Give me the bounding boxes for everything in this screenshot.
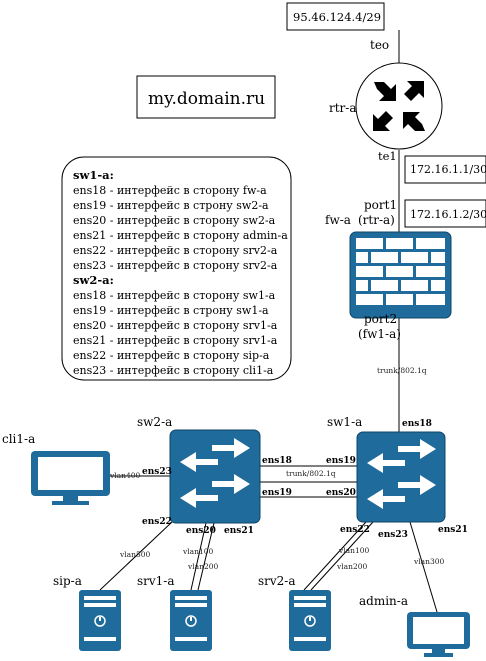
server-tower-icon <box>289 590 331 651</box>
router-name: rtr-a <box>329 101 357 115</box>
sw1-vlan300: vlan300 <box>413 557 444 566</box>
sip-name: sip-a <box>53 574 82 588</box>
router[interactable] <box>355 62 443 150</box>
switch-arrows-icon <box>367 439 436 509</box>
router-icon <box>373 81 425 131</box>
sw1-name: sw1-a <box>327 415 362 429</box>
router-ip-text: 172.16.1.1/30 <box>410 163 486 176</box>
notes-sw1-title: sw1-a: <box>73 168 114 182</box>
sw1-admin-link <box>409 521 438 613</box>
sw2-ens21: ens21 <box>224 526 254 536</box>
teo-label: teo <box>370 38 389 52</box>
srv2-host[interactable] <box>289 590 331 651</box>
cli1-name: cli1-a <box>2 432 35 446</box>
sip-host[interactable] <box>79 590 121 651</box>
domain-box: my.domain.ru <box>136 75 276 119</box>
notes-sw2-line: ens22 - интерфейс в сторону sip-a <box>73 349 270 362</box>
notes-sw2-line: ens20 - интерфейс в сторону srv1-a <box>73 319 278 332</box>
notes-sw1-line: ens21 - интерфейс в сторону admin-a <box>73 229 288 242</box>
firewall-name: fw-a <box>325 213 351 227</box>
notes-box: sw1-a: ens18 - интерфейс в сторону fw-a … <box>61 156 292 381</box>
fw-port1-sub: (rtr-a) <box>358 213 395 227</box>
admin-name: admin-a <box>359 594 408 608</box>
firewall-ip-box: 172.16.1.2/30 <box>404 199 486 228</box>
fw-port1-label: port1 <box>364 198 397 212</box>
sw1-ens21: ens21 <box>438 525 468 535</box>
sw1-ens18: ens18 <box>402 419 432 429</box>
sw2-srv1-link-a <box>190 522 207 591</box>
sw1-ens22: ens22 <box>340 525 370 535</box>
fw-trunk-label: trunk/802.1q <box>377 366 427 375</box>
sw1-ens19: ens19 <box>326 456 356 466</box>
server-tower-icon <box>170 590 212 651</box>
sw1-vlan200: vlan200 <box>336 562 367 571</box>
monitor-icon <box>31 451 110 505</box>
sw2-ens18: ens18 <box>262 456 292 466</box>
notes-sw2-line: ens23 - интерфейс в сторону cli1-a <box>73 364 274 377</box>
srv1-host[interactable] <box>170 590 212 651</box>
sw1-ens23: ens23 <box>378 530 408 540</box>
notes-sw2-line: ens19 - интерфейс в строну sw1-a <box>73 304 269 317</box>
sw1-vlan100: vlan100 <box>338 546 369 555</box>
sw2-ens23: ens23 <box>142 467 172 477</box>
router-ip-box: 172.16.1.1/30 <box>404 155 486 184</box>
sw-trunk-label: trunk/802.1q <box>286 469 336 478</box>
sw2-vlan100: vlan100 <box>182 547 213 556</box>
notes-sw1-line: ens18 - интерфейс в сторону fw-a <box>73 184 267 197</box>
sw1-switch[interactable] <box>356 431 446 523</box>
admin-host[interactable] <box>407 612 470 657</box>
sw1-ens20: ens20 <box>326 488 356 498</box>
sw1-srv2-link-a <box>303 521 367 591</box>
firewall[interactable] <box>349 231 452 319</box>
sw2-vlan400: vlan400 <box>109 471 140 480</box>
server-tower-icon <box>79 590 121 651</box>
te1-label: te1 <box>378 149 397 163</box>
sw2-srv1-link-b <box>197 522 215 591</box>
notes-sw1-line: ens20 - интерфейс в сторону sw2-a <box>73 214 276 227</box>
links <box>99 30 438 613</box>
sw2-ens20: ens20 <box>186 526 216 536</box>
sw2-ens22: ens22 <box>142 517 172 527</box>
monitor-icon <box>407 612 470 657</box>
firewall-brick-icon <box>356 238 445 305</box>
srv1-name: srv1-a <box>137 574 175 588</box>
notes-sw1-line: ens23 - интерфейс в сторону srv2-a <box>73 259 278 272</box>
switch-arrows-icon <box>180 438 250 508</box>
notes-sw1-line: ens19 - интерфейс в строну sw2-a <box>73 199 269 212</box>
sw1-srv2-link-b <box>310 521 374 591</box>
notes-sw2-line: ens21 - интерфейс в сторону srv1-a <box>73 334 278 347</box>
fw-port2-label: port2 <box>364 312 397 326</box>
notes-sw1-line: ens22 - интерфейс в сторону srv2-a <box>73 244 278 257</box>
sw2-sip-link <box>99 521 173 591</box>
wan-ip-text: 95.46.124.4/29 <box>293 10 381 24</box>
sw2-name: sw2-a <box>137 415 172 429</box>
cli1-host[interactable] <box>31 451 110 505</box>
srv2-name: srv2-a <box>258 574 296 588</box>
wan-ip-box: 95.46.124.4/29 <box>286 2 385 31</box>
domain-text: my.domain.ru <box>148 89 265 109</box>
sw2-ens19: ens19 <box>262 488 292 498</box>
sw2-vlan500: vlan500 <box>119 550 150 559</box>
sw2-vlan200: vlan200 <box>187 562 218 571</box>
firewall-ip-text: 172.16.1.2/30 <box>410 208 486 221</box>
sw2-switch[interactable] <box>169 429 261 524</box>
notes-sw2-line: ens18 - интерфейс в сторону sw1-a <box>73 289 276 302</box>
fw-port2-sub: (fw1-a) <box>358 327 401 341</box>
notes-sw2-title: sw2-a: <box>73 273 114 287</box>
